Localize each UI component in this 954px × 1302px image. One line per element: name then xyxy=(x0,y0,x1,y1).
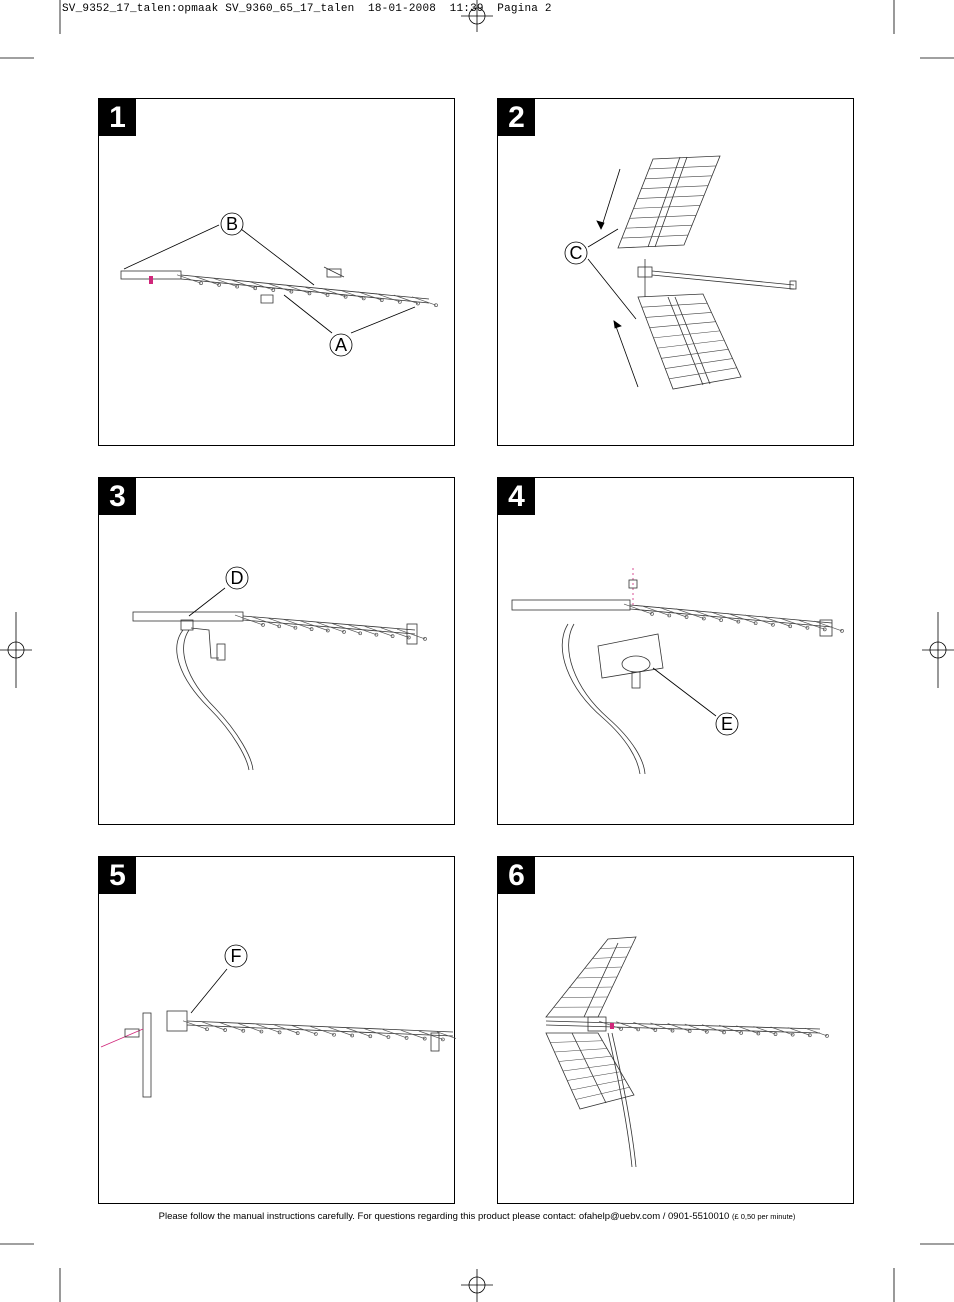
cable-connection-illustration: D xyxy=(132,566,427,771)
step-number: 1 xyxy=(99,99,136,136)
footer-text: Please follow the manual instructions ca… xyxy=(158,1211,730,1222)
reflector-assembly-illustration: C xyxy=(564,155,797,390)
step-panel-4: 4 E xyxy=(497,477,854,825)
step-panel-6: 6 xyxy=(497,856,854,1204)
callout-F: F xyxy=(231,946,242,966)
antenna-boom-illustration: B A xyxy=(120,212,438,357)
callout-C: C xyxy=(570,243,583,263)
callout-D: D xyxy=(231,568,244,588)
callout-E: E xyxy=(721,714,733,734)
step-panel-1: 1 B A xyxy=(98,98,455,446)
step-number: 6 xyxy=(498,857,535,894)
print-slug: SV_9352_17_talen:opmaak SV_9360_65_17_ta… xyxy=(62,3,552,15)
step-number: 2 xyxy=(498,99,535,136)
footer-contact: Please follow the manual instructions ca… xyxy=(0,1211,954,1222)
step-panel-5: 5 F xyxy=(98,856,456,1204)
amplifier-mount-illustration: E xyxy=(511,568,844,775)
step-panel-2: 2 C xyxy=(497,98,854,446)
step-panel-3: 3 D xyxy=(98,477,455,825)
callout-A: A xyxy=(335,335,347,355)
complete-antenna-illustration xyxy=(545,936,829,1168)
callout-B: B xyxy=(226,214,238,234)
step-number: 4 xyxy=(498,478,535,515)
footer-rate: (£ 0,50 per minute) xyxy=(731,1212,796,1221)
mast-mount-illustration: F xyxy=(100,944,456,1098)
step-number: 5 xyxy=(99,857,136,894)
step-number: 3 xyxy=(99,478,136,515)
